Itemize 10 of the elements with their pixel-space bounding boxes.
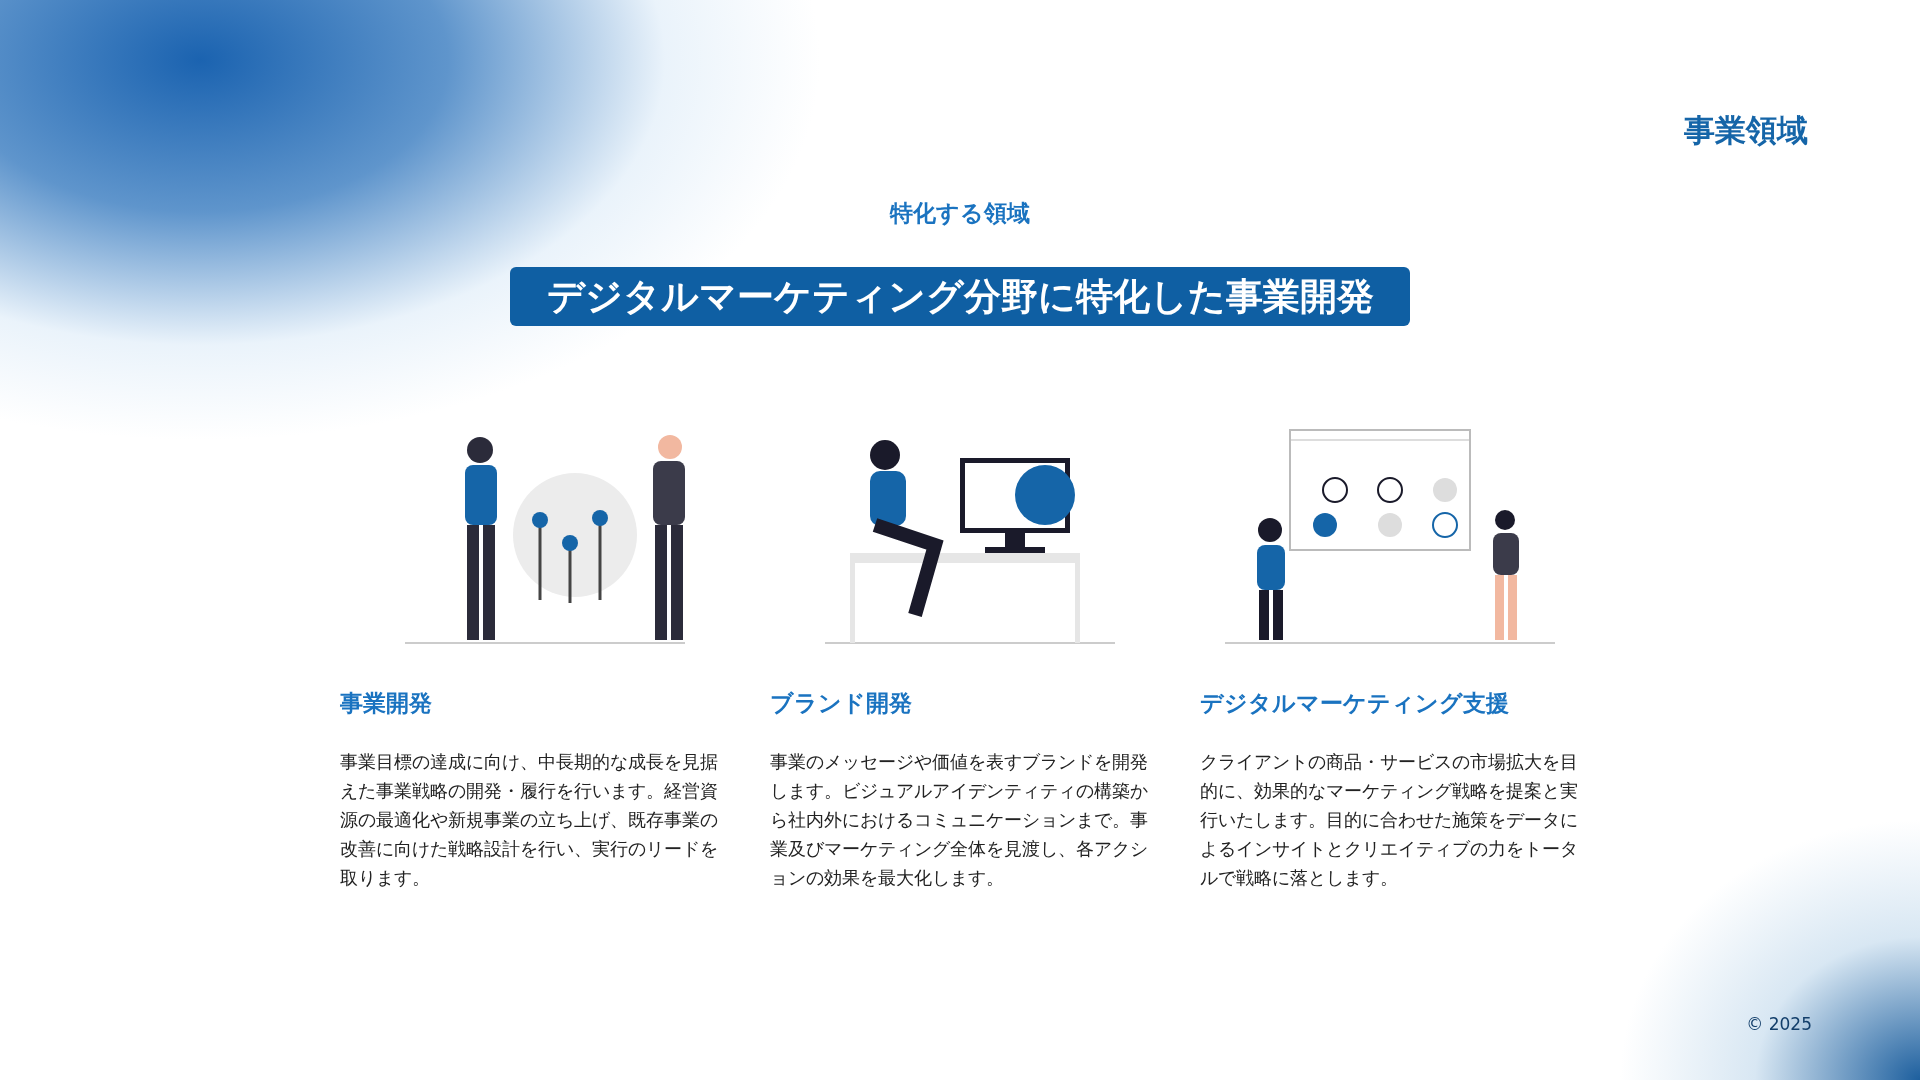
section-title: 事業領域 bbox=[1684, 111, 1808, 150]
column-heading: 事業開発 bbox=[340, 689, 432, 718]
column-heading: ブランド開発 bbox=[770, 689, 912, 718]
description-text: クライアントの商品・サービスの市場拡大を目的に、効果的なマーケティング戦略を提案と実行いたします。目的に合わせた施策をデータによるインサイトとクリエイティブの力をトータルで戦略に落とします。 bbox=[1200, 751, 1579, 890]
title-banner: デジタルマーケティング分野に特化した事業開発 bbox=[510, 267, 1410, 326]
copyright-text: © 2025 bbox=[1746, 1014, 1812, 1034]
subheading: 特化する領域 bbox=[890, 199, 1030, 228]
column-heading: デジタルマーケティング支援 bbox=[1200, 689, 1509, 718]
description-text: 事業のメッセージや価値を表すブランドを開発します。ビジュアルアイデンティティの構築から社内外におけるコミュニケーションまで。事業及びマーケティング全体を見渡し、各アクションの効果を最大化します。 bbox=[770, 751, 1149, 890]
description-text: 事業目標の達成に向け、中長期的な成長を見据えた事業戦略の開発・履行を行います。経営資源の最適化や新規事業の立ち上げ、既存事業の改善に向けた戦略設計を行い、実行のリードを取ります。 bbox=[340, 751, 719, 890]
